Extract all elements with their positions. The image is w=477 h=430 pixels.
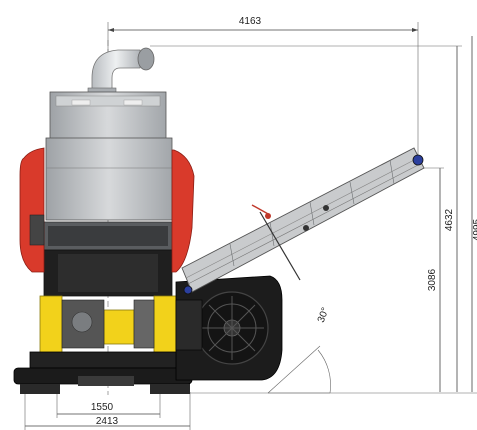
discharge-height-label: 3086 [427,268,438,291]
fan-housing [175,275,283,381]
max-height-label: 4632 [444,208,455,231]
track-chassis [13,351,193,394]
dimension-lines [24,22,477,430]
yellow-frame [39,295,177,355]
conveyor-head-roller [412,154,424,166]
conveyor [181,147,425,293]
air-duct [87,47,155,95]
overall-width-label: 2413 [96,416,119,427]
total-height-label: 4995 [472,218,477,241]
track-width-label: 1550 [91,402,114,413]
red-guards [19,147,195,273]
conveyor-tail-roller [183,285,193,295]
overall-length-label: 4163 [239,16,262,27]
main-body [43,91,173,297]
conveyor-angle-label: 30° [316,306,332,324]
